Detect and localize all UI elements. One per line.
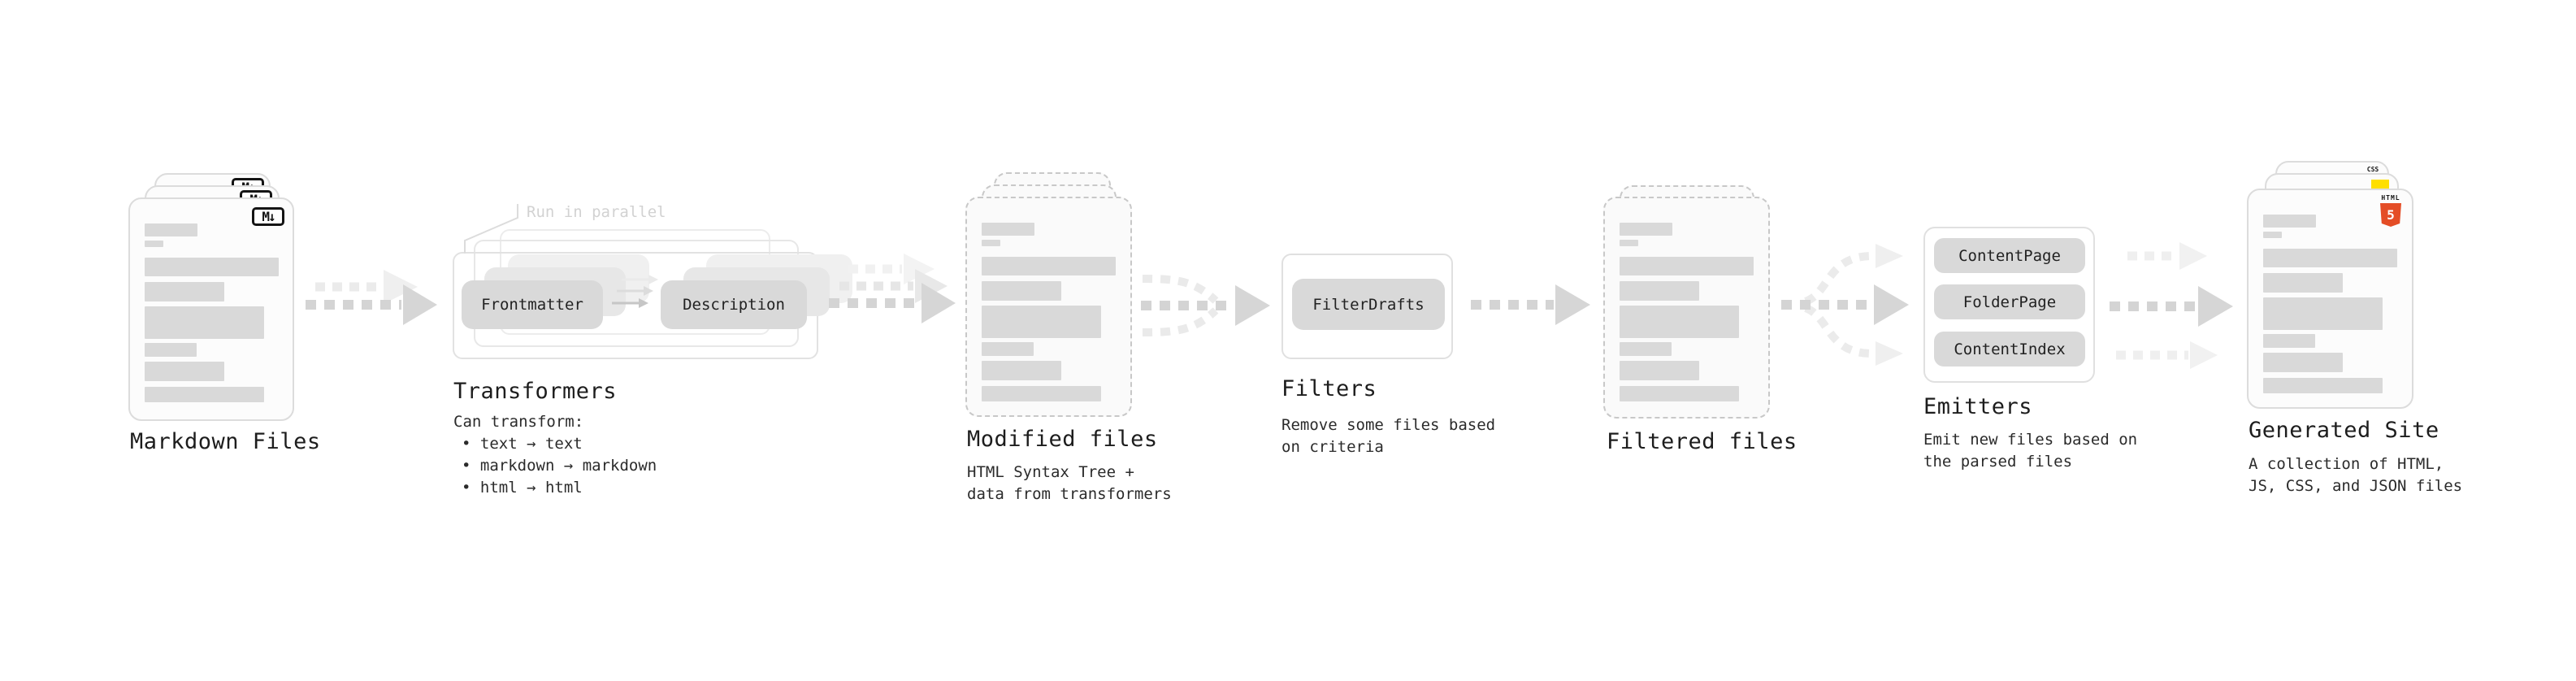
flow-split-arrow-icon — [1781, 244, 1909, 366]
markdown-icon: M↓ — [232, 178, 264, 197]
folderpage-node: FolderPage — [1934, 284, 2085, 319]
modified-file-card — [965, 197, 1132, 417]
filters-description: Remove some files based on criteria — [1281, 416, 1496, 456]
stage-title-modified-files: Modified files — [967, 427, 1158, 452]
markdown-file-card: M↓ — [128, 197, 294, 421]
contentindex-node: ContentIndex — [1934, 332, 2085, 367]
transformers-body-title: Can transform: — [453, 413, 584, 431]
file-content-placeholder — [2263, 215, 2397, 393]
css-icon: CSS — [2365, 166, 2381, 177]
transformers-bullet-1: • text → text — [462, 435, 583, 453]
frontmatter-node: Frontmatter — [462, 280, 603, 329]
markdown-file-card-back2: M↓ — [154, 173, 271, 395]
stage-title-transformers: Transformers — [453, 379, 618, 404]
frontmatter-ghost — [508, 254, 649, 303]
flow-arrow-icon — [1471, 284, 1590, 325]
transformers-bullet-3: • html → html — [462, 479, 583, 497]
generated-file-card-back2: CSS — [2275, 161, 2389, 381]
contentpage-node: ContentPage — [1934, 238, 2085, 273]
transformer-layer-front — [453, 252, 818, 359]
flow-merge-arrow-icon — [1141, 275, 1270, 336]
description-ghost — [683, 267, 830, 316]
stage-title-generated-site: Generated Site — [2249, 418, 2439, 443]
run-in-parallel-note: Run in parallel — [527, 203, 666, 221]
markdown-file-card-back1: M↓ — [145, 185, 280, 407]
generated-file-card: HTML 5 — [2247, 189, 2413, 409]
emitters-box — [1923, 227, 2095, 383]
file-content-placeholder — [145, 223, 279, 402]
transform-arrows-icon — [612, 275, 658, 308]
filterdrafts-node: FilterDrafts — [1292, 279, 1445, 330]
file-content-placeholder — [982, 223, 1116, 401]
file-content-placeholder — [1620, 223, 1754, 401]
transformers-bullet-2: • markdown → markdown — [462, 457, 657, 475]
stage-title-filtered-files: Filtered files — [1607, 429, 1798, 454]
flow-arrow-icon — [306, 270, 437, 325]
stage-title-emitters: Emitters — [1923, 394, 2033, 419]
generated-site-description: A collection of HTML, JS, CSS, and JSON … — [2249, 455, 2463, 495]
modified-files-description: HTML Syntax Tree + data from transformer… — [967, 463, 1172, 503]
frontmatter-ghost — [484, 267, 626, 316]
javascript-icon — [2371, 180, 2389, 189]
html5-icon: HTML 5 — [2380, 194, 2401, 227]
filters-box — [1281, 254, 1453, 359]
markdown-icon: M↓ — [240, 190, 272, 209]
filtered-file-card — [1603, 197, 1770, 419]
filtered-file-card-back1 — [1620, 185, 1754, 407]
modified-file-card-back2 — [994, 172, 1111, 394]
emitters-description: Emit new files based on the parsed files — [1923, 431, 2138, 471]
description-node: Description — [661, 280, 807, 329]
transformer-layer-back2 — [500, 229, 770, 335]
flow-arrows-icon — [2110, 242, 2233, 369]
generated-file-card-back1 — [2265, 173, 2399, 393]
stage-title-filters: Filters — [1281, 376, 1377, 401]
flow-arrow-icon — [829, 254, 956, 323]
callout-line — [464, 204, 518, 254]
stage-title-markdown-files: Markdown Files — [130, 429, 321, 454]
markdown-icon: M↓ — [252, 207, 284, 226]
modified-file-card-back1 — [982, 184, 1117, 406]
transformer-layer-back1 — [474, 240, 799, 347]
